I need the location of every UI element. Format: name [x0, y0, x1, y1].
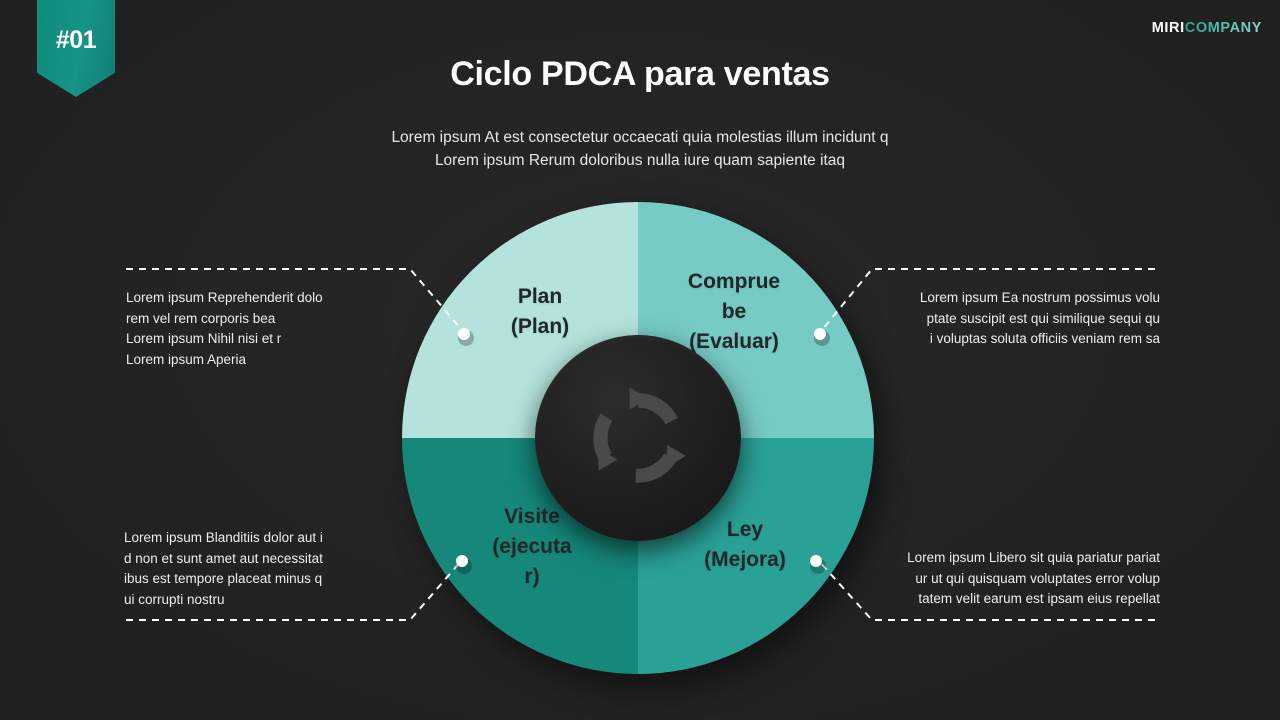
quadrant-label-plan-line2: (Plan) — [510, 315, 570, 338]
callout-bottom-left-line1: Lorem ipsum Blanditiis dolor aut i — [124, 530, 323, 545]
cycle-arrows-icon — [593, 387, 686, 483]
callout-bottom-left-line2: d non et sunt amet aut necessitat — [124, 550, 323, 566]
connector-dot-bottom-right — [810, 555, 826, 574]
connector-dot-bottom-left — [456, 555, 472, 574]
connector-dot-top-left — [458, 328, 474, 346]
connector-line-bottom-right — [817, 559, 1155, 621]
callout-top-left-line1: Lorem ipsum Reprehenderit dolo — [126, 290, 323, 305]
callout-bottom-right-line3: tatem velit earum est ipsam eius repella… — [918, 591, 1160, 606]
wheel-center-hub — [535, 335, 741, 541]
callout-top-right: Lorem ipsum Ea nostrum possimus volu pta… — [878, 288, 1160, 350]
callout-top-left-line4: Lorem ipsum Aperia — [126, 351, 247, 367]
quadrant-label-act-line2: (Mejora) — [704, 548, 786, 571]
connector-line-top-left — [126, 268, 463, 331]
connector-line-top-right — [821, 268, 1155, 331]
callout-bottom-right: Lorem ipsum Libero sit quia pariatur par… — [878, 548, 1160, 610]
quadrant-label-do-line2: (ejecuta — [492, 535, 572, 558]
quadrant-label-plan: Plan (Plan) — [460, 282, 620, 342]
callout-bottom-left: Lorem ipsum Blanditiis dolor aut i d non… — [124, 528, 424, 610]
slide-number-label: #01 — [55, 26, 97, 54]
callout-top-left-line3: Lorem ipsum Nihil nisi et r — [126, 331, 282, 346]
callout-top-right-line1: Lorem ipsum Ea nostrum possimus volu — [919, 290, 1160, 305]
connector-dot-top-right — [814, 328, 830, 346]
quadrant-label-check-line2: be — [721, 300, 747, 323]
slide-number-badge: #01 — [37, 0, 115, 97]
quadrant-label-do: Visite (ejecuta r) — [452, 502, 612, 592]
company-logo: MIRICOMPANY — [1152, 20, 1262, 36]
quadrant-label-plan-line1: Plan — [517, 285, 563, 308]
callout-top-left: Lorem ipsum Reprehenderit dolo rem vel r… — [126, 288, 426, 370]
callout-top-right-line3: i voluptas soluta officiis veniam rem sa — [929, 331, 1160, 346]
connector-line-bottom-left — [126, 559, 463, 621]
subtitle-line-1: Lorem ipsum At est consectetur occaecati… — [391, 129, 889, 146]
callout-top-left-line2: rem vel rem corporis bea — [126, 310, 276, 326]
subtitle-line-2: Lorem ipsum Rerum doloribus nulla iure q… — [434, 152, 846, 169]
quadrant-label-act-line1: Ley — [726, 518, 764, 541]
quadrant-label-check: Comprue be (Evaluar) — [654, 267, 814, 357]
quadrant-label-do-line3: r) — [524, 565, 540, 588]
logo-text-primary: MIRI — [1151, 20, 1185, 36]
quadrant-label-act: Ley (Mejora) — [660, 515, 830, 575]
callout-top-right-line2: ptate suscipit est qui similique sequi q… — [926, 310, 1160, 326]
quadrant-label-check-line1: Comprue — [687, 270, 781, 293]
quadrant-label-check-line3: (Evaluar) — [689, 330, 779, 353]
page-subtitle: Lorem ipsum At est consectetur occaecati… — [340, 126, 940, 172]
pdca-wheel: Plan (Plan) Comprue be (Evaluar) Visite … — [402, 202, 884, 688]
callout-bottom-left-line4: ui corrupti nostru — [124, 591, 225, 607]
logo-text-accent: COMPANY — [1184, 20, 1262, 36]
callout-bottom-right-line1: Lorem ipsum Libero sit quia pariatur par… — [907, 550, 1160, 565]
page-title: Ciclo PDCA para ventas — [450, 55, 830, 93]
callout-bottom-left-line3: ibus est tempore placeat minus q — [124, 571, 323, 586]
callout-bottom-right-line2: ur ut qui quisquam voluptates error volu… — [915, 570, 1160, 586]
quadrant-label-do-line1: Visite — [504, 505, 560, 528]
